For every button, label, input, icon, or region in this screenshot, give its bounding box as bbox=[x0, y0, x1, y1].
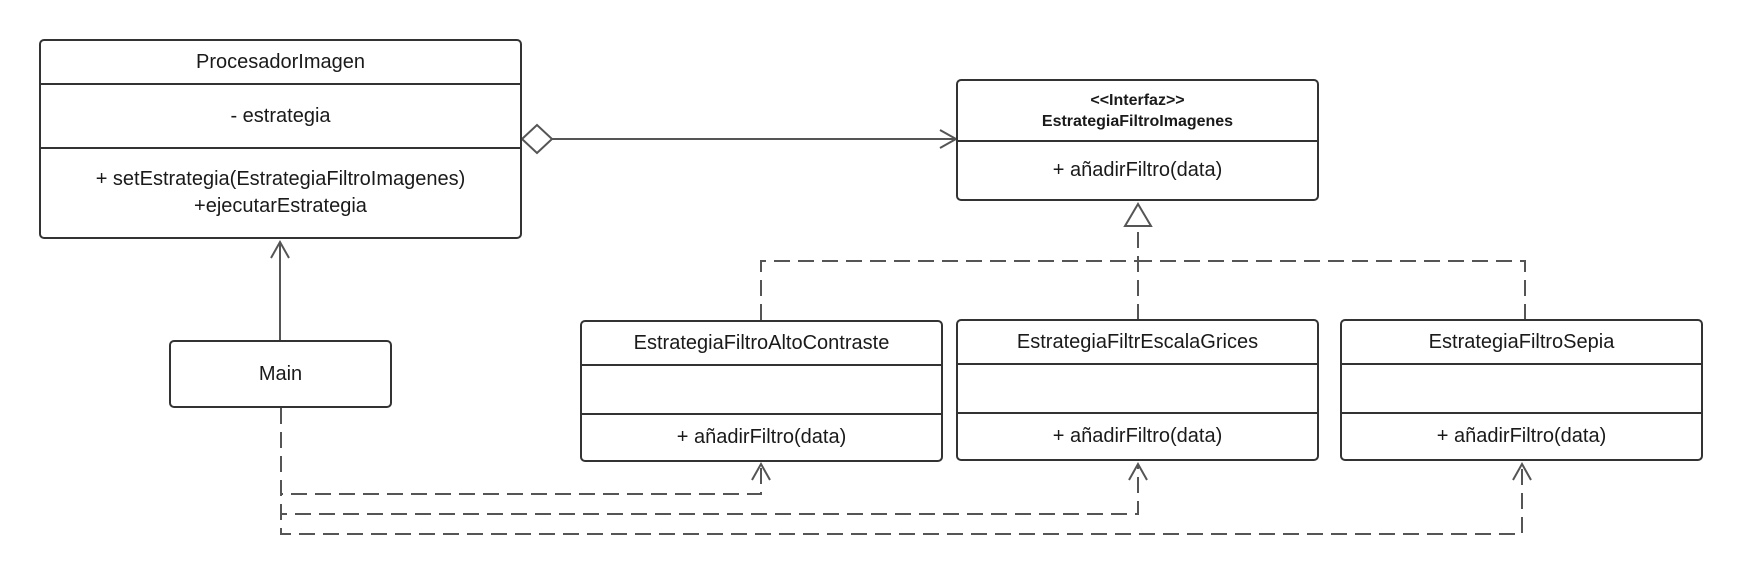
class-name-section: <<Interfaz>> EstrategiaFiltroImagenes bbox=[958, 81, 1317, 140]
method: + añadirFiltro(data) bbox=[1052, 425, 1223, 447]
class-name-section: ProcesadorImagen bbox=[41, 41, 520, 83]
realization-triangle bbox=[1123, 202, 1153, 227]
dependency-arrowheads bbox=[751, 461, 1532, 481]
realization-lines bbox=[760, 226, 1526, 320]
class-estrategia-filtro-sepia[interactable]: EstrategiaFiltroSepia + añadirFiltro(dat… bbox=[1340, 319, 1703, 461]
class-name: EstrategiaFiltroSepia bbox=[1428, 330, 1615, 353]
realization-line-left bbox=[760, 260, 1138, 320]
method: + setEstrategia(EstrategiaFiltroImagenes… bbox=[95, 168, 466, 190]
dependency-lines bbox=[280, 408, 1523, 535]
dependency-arrowhead-alto-contraste bbox=[751, 461, 771, 481]
attributes-section bbox=[1342, 363, 1701, 412]
dependency-arrowhead-escala-grises bbox=[1128, 461, 1148, 481]
methods-section: + añadirFiltro(data) bbox=[958, 140, 1317, 199]
methods-section: + añadirFiltro(data) bbox=[582, 413, 941, 460]
attribute: - estrategia bbox=[230, 104, 331, 127]
main-to-procesador-arrowhead bbox=[270, 239, 290, 259]
class-name-section: EstrategiaFiltrEscalaGrices bbox=[958, 321, 1317, 363]
class-estrategia-filtr-escala-grices[interactable]: EstrategiaFiltrEscalaGrices + añadirFilt… bbox=[956, 319, 1319, 461]
realization-line-right bbox=[1138, 260, 1526, 320]
class-estrategia-filtro-alto-contraste[interactable]: EstrategiaFiltroAltoContraste + añadirFi… bbox=[580, 320, 943, 462]
class-name: Main bbox=[258, 362, 303, 385]
method: + añadirFiltro(data) bbox=[676, 426, 847, 448]
class-name-section: EstrategiaFiltroAltoContraste bbox=[582, 322, 941, 364]
attributes-section bbox=[582, 364, 941, 413]
class-procesador-imagen[interactable]: ProcesadorImagen - estrategia + setEstra… bbox=[39, 39, 522, 239]
class-name-section: EstrategiaFiltroSepia bbox=[1342, 321, 1701, 363]
methods-section: + añadirFiltro(data) bbox=[958, 412, 1317, 459]
method: +ejecutarEstrategia bbox=[194, 195, 367, 217]
interface-estrategia-filtro-imagenes[interactable]: <<Interfaz>> EstrategiaFiltroImagenes + … bbox=[956, 79, 1319, 201]
method: + añadirFiltro(data) bbox=[1052, 159, 1223, 181]
attributes-section bbox=[958, 363, 1317, 412]
method: + añadirFiltro(data) bbox=[1436, 425, 1607, 447]
dependency-arrowhead-sepia bbox=[1512, 461, 1532, 481]
class-name: EstrategiaFiltroAltoContraste bbox=[633, 331, 890, 354]
methods-section: + añadirFiltro(data) bbox=[1342, 412, 1701, 459]
aggregation-diamond bbox=[520, 123, 554, 155]
class-name: EstrategiaFiltrEscalaGrices bbox=[1016, 330, 1259, 353]
class-name: ProcesadorImagen bbox=[196, 50, 365, 73]
dependency-line-sepia bbox=[280, 408, 1523, 535]
class-name-section: Main bbox=[171, 342, 390, 406]
methods-section: + setEstrategia(EstrategiaFiltroImagenes… bbox=[41, 147, 520, 237]
class-main[interactable]: Main bbox=[169, 340, 392, 408]
dependency-line-alto-contraste bbox=[280, 408, 762, 495]
class-name: EstrategiaFiltroImagenes bbox=[1041, 112, 1234, 130]
attributes-section: - estrategia bbox=[41, 83, 520, 147]
stereotype: <<Interfaz>> bbox=[1090, 91, 1185, 109]
